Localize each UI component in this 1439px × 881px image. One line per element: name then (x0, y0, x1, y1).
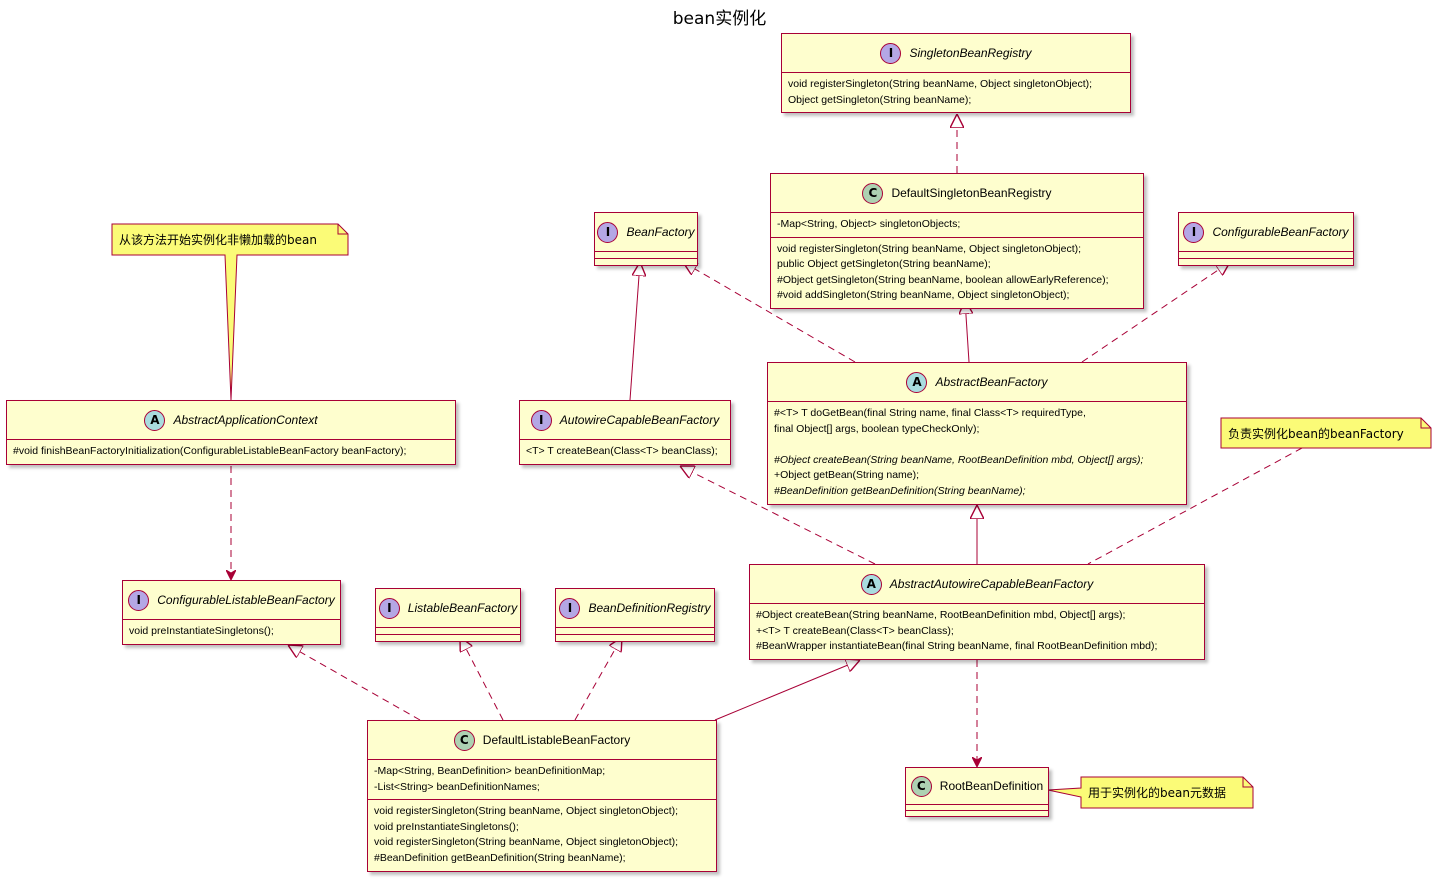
class-name: DefaultSingletonBeanRegistry (891, 186, 1052, 200)
interface-badge-icon: I (1183, 221, 1205, 243)
note-rbd-shape (1047, 776, 1254, 809)
class-box-listable-bean-factory: I ListableBeanFactory (375, 588, 521, 642)
note-factory-text: 负责实例化bean的beanFactory (1228, 426, 1404, 441)
method: void registerSingleton(String beanName, … (777, 242, 1082, 255)
method-list: <T> T createBean(Class<T> beanClass); (520, 439, 730, 464)
method: #BeanWrapper instantiateBean(final Strin… (756, 640, 1158, 653)
class-box-root-bean-definition: C RootBeanDefinition (905, 767, 1049, 817)
interface-badge-icon: I (880, 42, 902, 64)
edge-aacbf-realizes-acbf (680, 466, 876, 565)
class-box-default-singleton-bean-registry: C DefaultSingletonBeanRegistry -Map<Strin… (770, 173, 1144, 309)
interface-badge-icon: I (530, 409, 552, 431)
diagram-title: bean实例化 (672, 9, 767, 29)
field-list: -Map<String, Object> singletonObjects; (771, 212, 1143, 237)
interface-badge-icon: I (378, 597, 400, 619)
method: #Object createBean(String beanName, Root… (756, 609, 1126, 621)
edge-abf-realizes-bf (683, 262, 856, 363)
abstract-badge-icon: A (860, 573, 882, 595)
note-context-fold (337, 224, 348, 235)
edge-dlbf-realizes-bdr (574, 637, 622, 721)
edge-note-factory (1087, 447, 1303, 565)
note-rbd-fold (1242, 777, 1253, 788)
method: void registerSingleton(String beanName, … (374, 836, 679, 849)
note-context-shape (111, 223, 349, 401)
class-box-autowire-capable-bean-factory: I AutowireCapableBeanFactory <T> T create… (519, 400, 731, 465)
edge-dlbf-realizes-lbf (460, 637, 504, 721)
method: +Object getBean(String name); (774, 469, 920, 482)
class-name: BeanDefinitionRegistry (588, 601, 711, 615)
method: public Object getSingleton(String beanNa… (777, 258, 991, 271)
method: #<T> T doGetBean(final String name, fina… (774, 407, 1086, 419)
class-box-bean-definition-registry: I BeanDefinitionRegistry (555, 588, 715, 642)
class-box-abstract-autowire-capable-bean-factory: A AbstractAutowireCapableBeanFactory #Obj… (749, 564, 1205, 660)
note-factory-fold (1420, 418, 1431, 429)
interface-badge-icon: I (128, 589, 150, 611)
class-box-abstract-application-context: A AbstractApplicationContext #void finish… (6, 400, 456, 465)
method-list: void registerSingleton(String beanName, … (368, 799, 716, 870)
method-list: #Object createBean(String beanName, Root… (750, 603, 1204, 659)
interface-badge-icon: I (597, 221, 619, 243)
class-name: ListableBeanFactory (407, 601, 518, 615)
method: <T> T createBean(Class<T> beanClass); (526, 445, 718, 457)
field-list: -Map<String, BeanDefinition> beanDefinit… (368, 759, 716, 799)
method: #BeanDefinition getBeanDefinition(String… (774, 484, 1026, 497)
field: -Map<String, BeanDefinition> beanDefinit… (374, 765, 606, 777)
class-box-singleton-bean-registry: I SingletonBeanRegistry void registerSing… (781, 33, 1131, 114)
method: #Object getSingleton(String beanName, bo… (777, 273, 1109, 286)
method-list: #void finishBeanFactoryInitialization(Co… (7, 439, 455, 464)
method (774, 437, 1180, 453)
edge-abf-extends-dsbr (965, 300, 969, 363)
class-name: SingletonBeanRegistry (909, 46, 1032, 60)
method-list: void preInstantiateSingletons(); (123, 619, 340, 644)
class-name: AbstractAutowireCapableBeanFactory (889, 577, 1094, 591)
note-context-text: 从该方法开始实例化非懒加载的bean (119, 233, 317, 247)
class-box-default-listable-bean-factory: C DefaultListableBeanFactory -Map<String,… (367, 720, 717, 872)
field: -Map<String, Object> singletonObjects; (777, 218, 961, 230)
note-factory-shape (1220, 417, 1432, 449)
class-name: RootBeanDefinition (939, 779, 1044, 793)
class-name: ConfigurableListableBeanFactory (157, 593, 335, 607)
method: Object getSingleton(String beanName); (788, 93, 972, 106)
class-box-configurable-listable-bean-factory: I ConfigurableListableBeanFactory void pr… (122, 580, 341, 645)
method: void preInstantiateSingletons(); (374, 820, 519, 833)
edge-dlbf-realizes-clbf (288, 645, 421, 721)
class-badge-icon: C (453, 729, 475, 751)
class-badge-icon: C (910, 775, 932, 797)
method: final Object[] args, boolean typeCheckOn… (774, 422, 980, 435)
method-list: void registerSingleton(String beanName, … (771, 236, 1143, 308)
class-name: AutowireCapableBeanFactory (559, 413, 720, 427)
abstract-badge-icon: A (144, 409, 166, 431)
class-box-bean-factory: I BeanFactory (594, 212, 698, 266)
class-name: AbstractBeanFactory (935, 375, 1048, 389)
class-name: BeanFactory (626, 225, 695, 239)
class-name: DefaultListableBeanFactory (482, 733, 631, 747)
edge-acbf-extends-bf (629, 262, 640, 401)
class-badge-icon: C (862, 182, 884, 204)
method-list: void registerSingleton(String beanName, … (782, 72, 1130, 112)
field: -List<String> beanDefinitionNames; (374, 780, 540, 793)
method: +<T> T createBean(Class<T> beanClass); (756, 624, 954, 637)
edge-abf-realizes-cbf (1081, 262, 1230, 363)
edge-dlbf-extends-aacbf (714, 660, 860, 721)
class-name: AbstractApplicationContext (173, 413, 318, 427)
abstract-badge-icon: A (906, 371, 928, 393)
method: #void addSingleton(String beanName, Obje… (777, 289, 1070, 302)
class-box-configurable-bean-factory: I ConfigurableBeanFactory (1178, 212, 1354, 266)
method: void preInstantiateSingletons(); (129, 625, 274, 637)
class-name: ConfigurableBeanFactory (1212, 225, 1349, 239)
method: void registerSingleton(String beanName, … (788, 78, 1093, 90)
class-box-abstract-bean-factory: A AbstractBeanFactory #<T> T doGetBean(fi… (767, 362, 1187, 505)
note-rbd-text: 用于实例化的bean元数据 (1088, 786, 1226, 800)
method-list: #<T> T doGetBean(final String name, fina… (768, 401, 1186, 504)
method: void registerSingleton(String beanName, … (374, 805, 679, 818)
method: #void finishBeanFactoryInitialization(Co… (13, 445, 407, 457)
interface-badge-icon: I (559, 597, 581, 619)
method: #Object createBean(String beanName, Root… (774, 453, 1144, 466)
method: #BeanDefinition getBeanDefinition(String… (374, 851, 626, 864)
